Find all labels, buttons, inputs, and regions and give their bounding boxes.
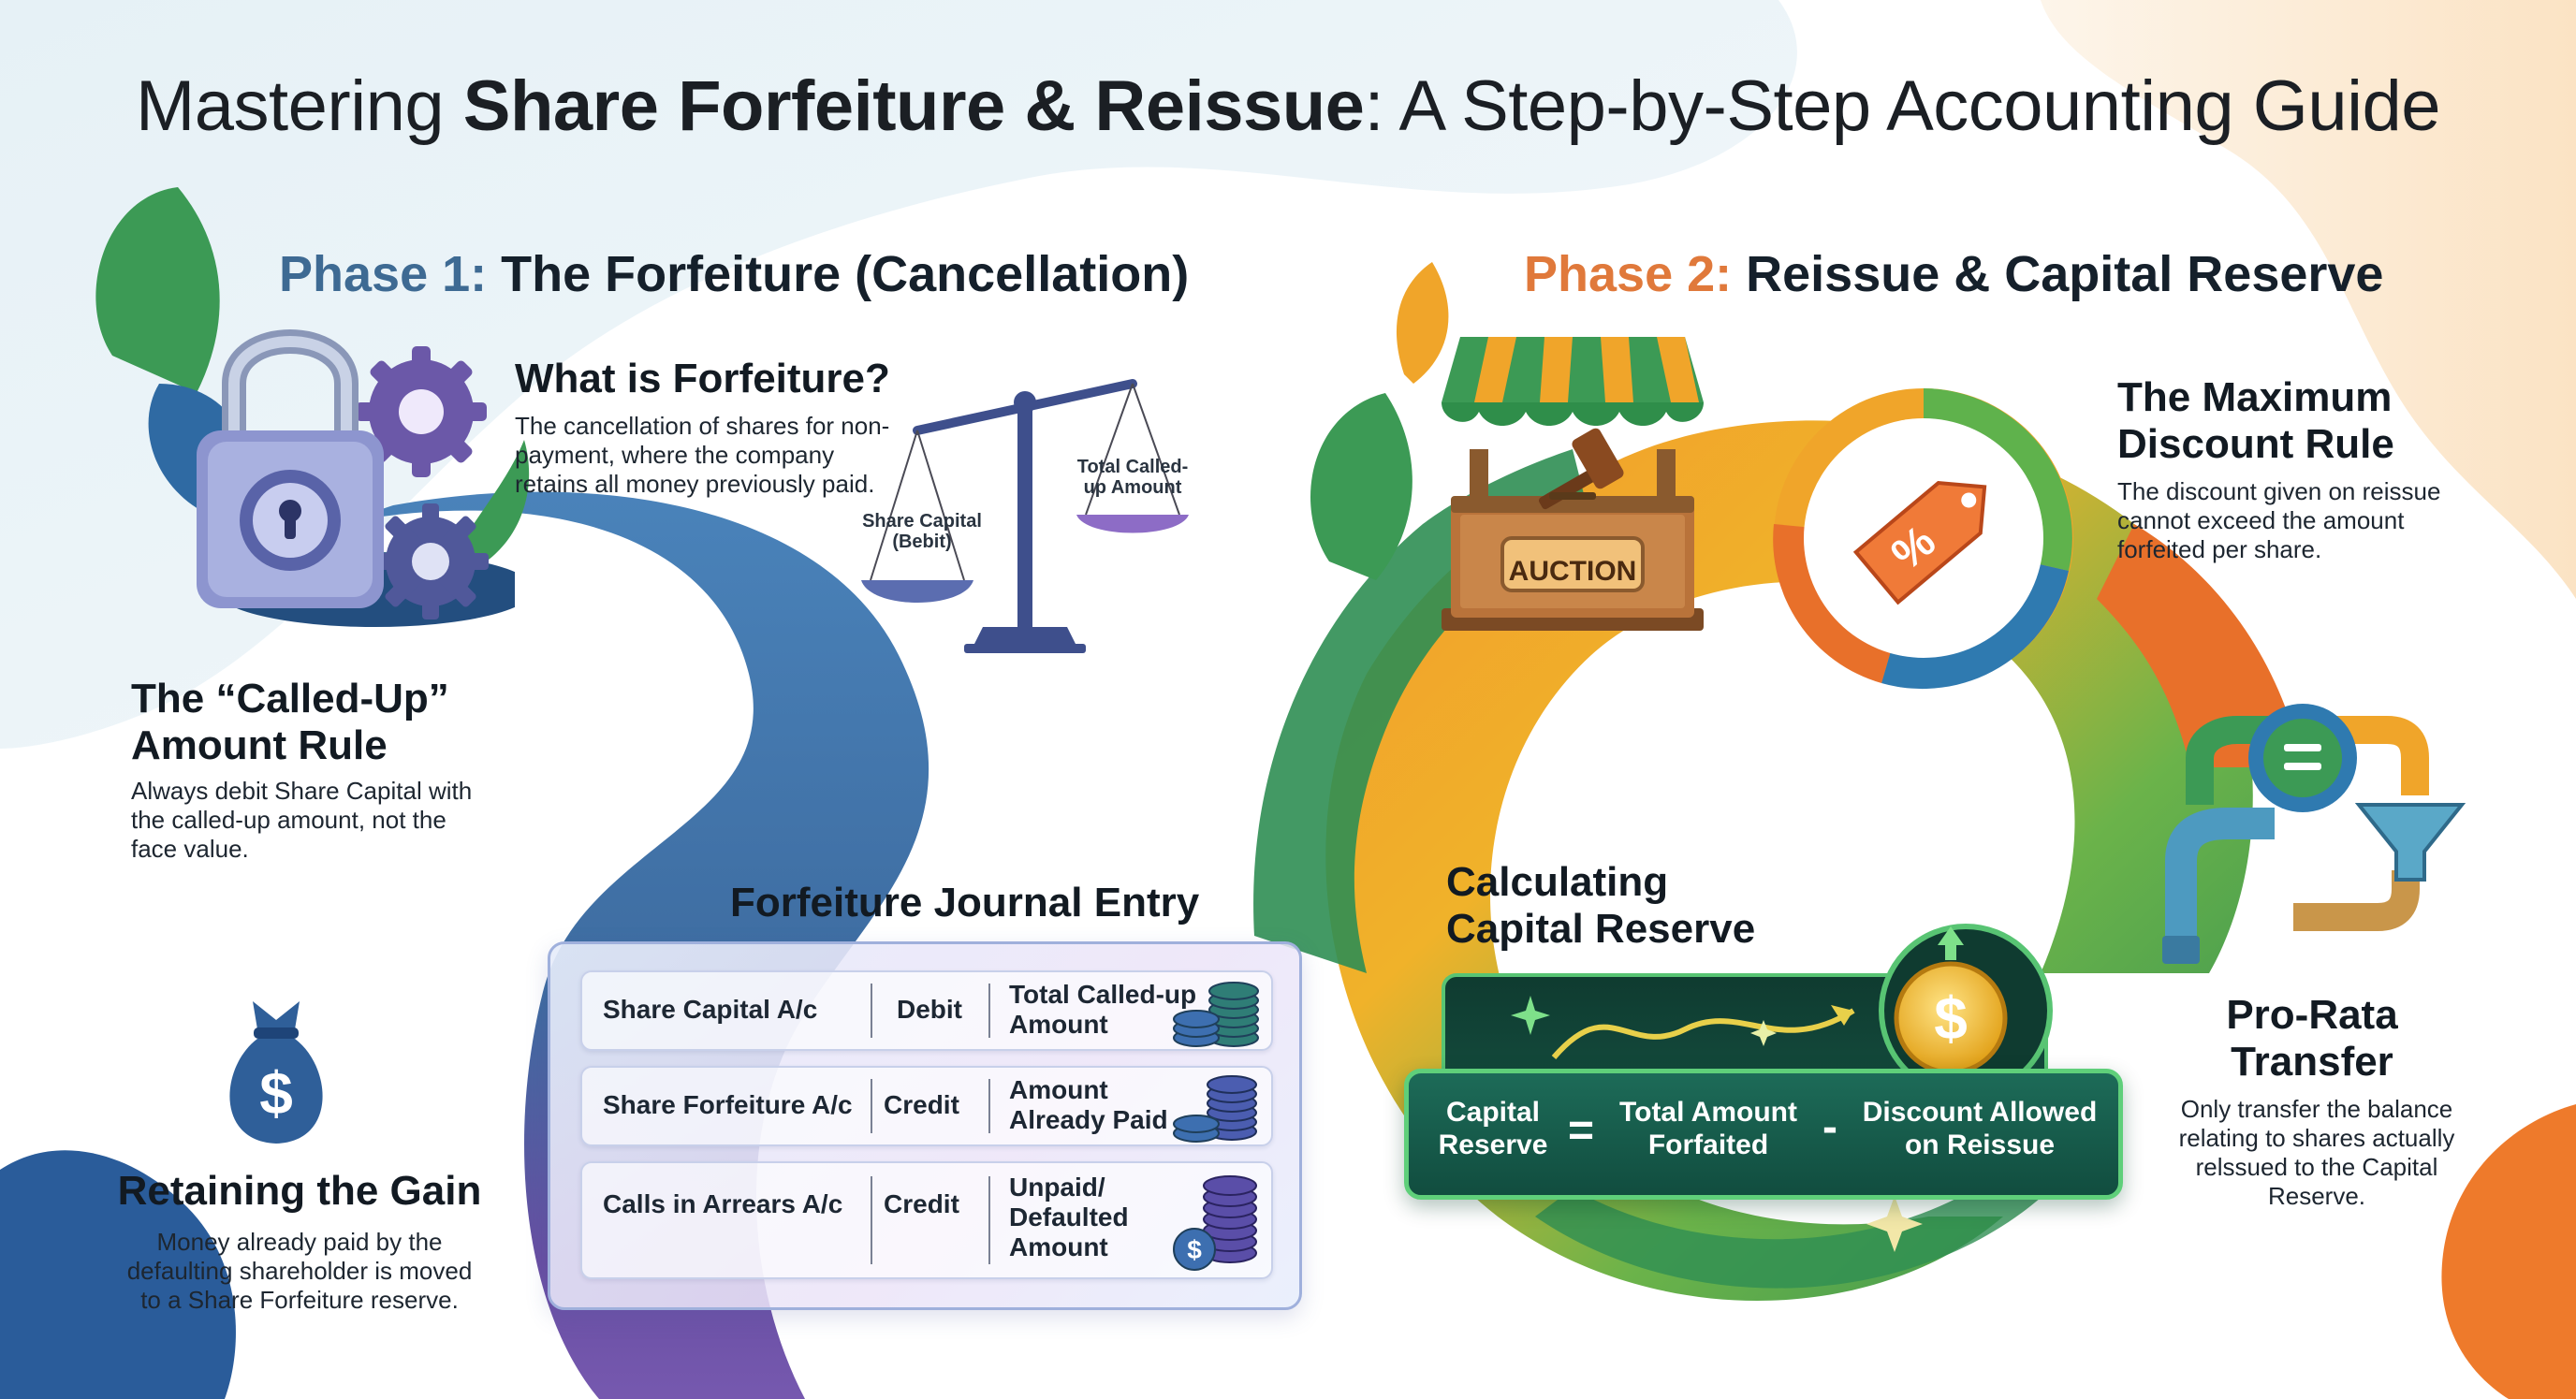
journal-row-credit-share-forfeiture: Share Forfeiture A/c Credit Amount Alrea… [580,1066,1273,1146]
journal-account: Share Capital A/c [603,995,818,1024]
what-is-forfeiture-heading: What is Forfeiture? [515,356,890,401]
phase2-label: Phase 2: [1524,246,1733,302]
column-divider [988,1079,990,1133]
called-up-rule-text: Always debit Share Capital with the call… [131,777,473,863]
svg-text:$: $ [1187,1235,1202,1264]
journal-row-credit-calls-in-arrears: Calls in Arrears A/c Credit Unpaid/ Defa… [580,1161,1273,1279]
svg-text:$: $ [259,1059,293,1127]
formula-capital-reserve: Capital Reserve [1427,1096,1559,1161]
journal-amount-line: Amount [1009,1010,1108,1039]
max-discount-heading: The Maximum Discount Rule [2117,374,2394,468]
journal-amount: Total Called-up Amount [1009,980,1196,1040]
called-up-rule-heading: The “Called-Up” Amount Rule [131,676,449,769]
pro-rata-text: Only transfer the balance relating to sh… [2178,1095,2455,1210]
retaining-gain-heading: Retaining the Gain [117,1168,482,1214]
journal-side: Credit [884,1189,959,1218]
phase1-heading: Phase 1: The Forfeiture (Cancellation) [279,245,1189,303]
column-divider [871,1176,872,1264]
retaining-gain-text: Money already paid by the defaulting sha… [126,1228,473,1314]
percent-tag-icon: % [1773,388,2073,690]
journal-account: Calls in Arrears A/c [603,1189,843,1218]
pro-rata-heading-line1: Pro-Rata [2226,992,2398,1038]
formula-minus: - [1822,1102,1837,1152]
column-divider [871,1079,872,1133]
title-suffix: : A Step-by-Step Accounting Guide [1364,66,2441,146]
journal-heading: Forfeiture Journal Entry [730,880,1200,925]
calculating-heading-line2: Capital Reserve [1446,906,1756,952]
capital-reserve-formula: Capital Reserve = Total Amount Forfaited… [1404,1069,2123,1200]
gavel-icon [1538,428,1624,510]
journal-amount: Unpaid/ Defaulted Amount [1009,1173,1129,1262]
column-divider [988,1176,990,1264]
scale-right-label: Total Called-up Amount [1076,457,1189,498]
title-bold: Share Forfeiture & Reissue [462,66,1365,146]
journal-amount-line: Already Paid [1009,1105,1168,1134]
dollar-coin-icon: $ [1879,924,2053,1098]
max-discount-text: The discount given on reissue cannot exc… [2117,477,2441,563]
coin-stack-icon [1173,982,1259,1047]
formula-middle-line: Forfaited [1647,1129,1769,1160]
journal-side: Credit [884,1090,959,1119]
formula-discount-allowed: Discount Allowed on Reissue [1858,1096,2101,1161]
scale-left-label: Share Capital (Bebit) [862,511,982,552]
max-discount-heading-line2: Discount Rule [2117,421,2394,467]
formula-right-line: Discount Allowed [1862,1097,2098,1128]
journal-amount-line: Amount [1009,1075,1108,1104]
coin-stack-icon: $ [1173,1175,1257,1271]
calculating-heading: Calculating Capital Reserve [1446,859,1755,953]
coin-stack-icon [1173,1075,1257,1143]
called-up-heading-line1: The “Called-Up” [131,676,449,721]
title-prefix: Mastering [135,66,463,146]
padlock-icon [197,329,515,627]
pipes-funnel-icon [2162,704,2466,964]
phase1-name: The Forfeiture (Cancellation) [487,246,1190,302]
journal-amount-line: Unpaid/ [1009,1173,1105,1202]
formula-equals: = [1568,1106,1595,1156]
column-divider [871,984,872,1038]
journal-table: Share Capital A/c Debit Total Called-up … [548,941,1302,1310]
money-bag-icon: $ [229,1001,323,1144]
pro-rata-heading: Pro-Rata Transfer [2153,992,2471,1086]
max-discount-heading-line1: The Maximum [2117,374,2393,420]
journal-amount-line: Total Called-up [1009,980,1197,1009]
phase2-heading: Phase 2: Reissue & Capital Reserve [1524,245,2383,303]
pro-rata-heading-line2: Transfer [2231,1039,2393,1085]
growth-line-icon [1511,996,1855,1059]
phase2-name: Reissue & Capital Reserve [1732,246,2384,302]
svg-text:$: $ [1934,984,1968,1052]
formula-total-forfeited: Total Amount Forfaited [1605,1096,1811,1161]
page-title: Mastering Share Forfeiture & Reissue: A … [0,66,2576,147]
auction-sign: AUCTION [1508,556,1637,587]
gear-icon [356,346,487,477]
formula-left-line: Reserve [1438,1129,1548,1160]
formula-right-line: on Reissue [1904,1129,2056,1160]
balance-scale-icon [861,379,1189,653]
column-divider [988,984,990,1038]
phase1-label: Phase 1: [279,246,488,302]
formula-middle-line: Total Amount [1619,1097,1797,1128]
formula-left-line: Capital [1445,1097,1541,1128]
journal-account: Share Forfeiture A/c [603,1090,853,1119]
calculating-heading-line1: Calculating [1446,859,1669,905]
journal-amount-line: Defaulted [1009,1202,1129,1231]
what-is-forfeiture-text: The cancellation of shares for non-payme… [515,412,890,498]
called-up-heading-line2: Amount Rule [131,722,388,768]
auction-stall-icon [1442,337,1704,631]
journal-amount-line: Amount [1009,1232,1108,1261]
journal-amount: Amount Already Paid [1009,1075,1168,1135]
journal-row-debit-share-capital: Share Capital A/c Debit Total Called-up … [580,970,1273,1051]
journal-side: Debit [897,995,962,1024]
